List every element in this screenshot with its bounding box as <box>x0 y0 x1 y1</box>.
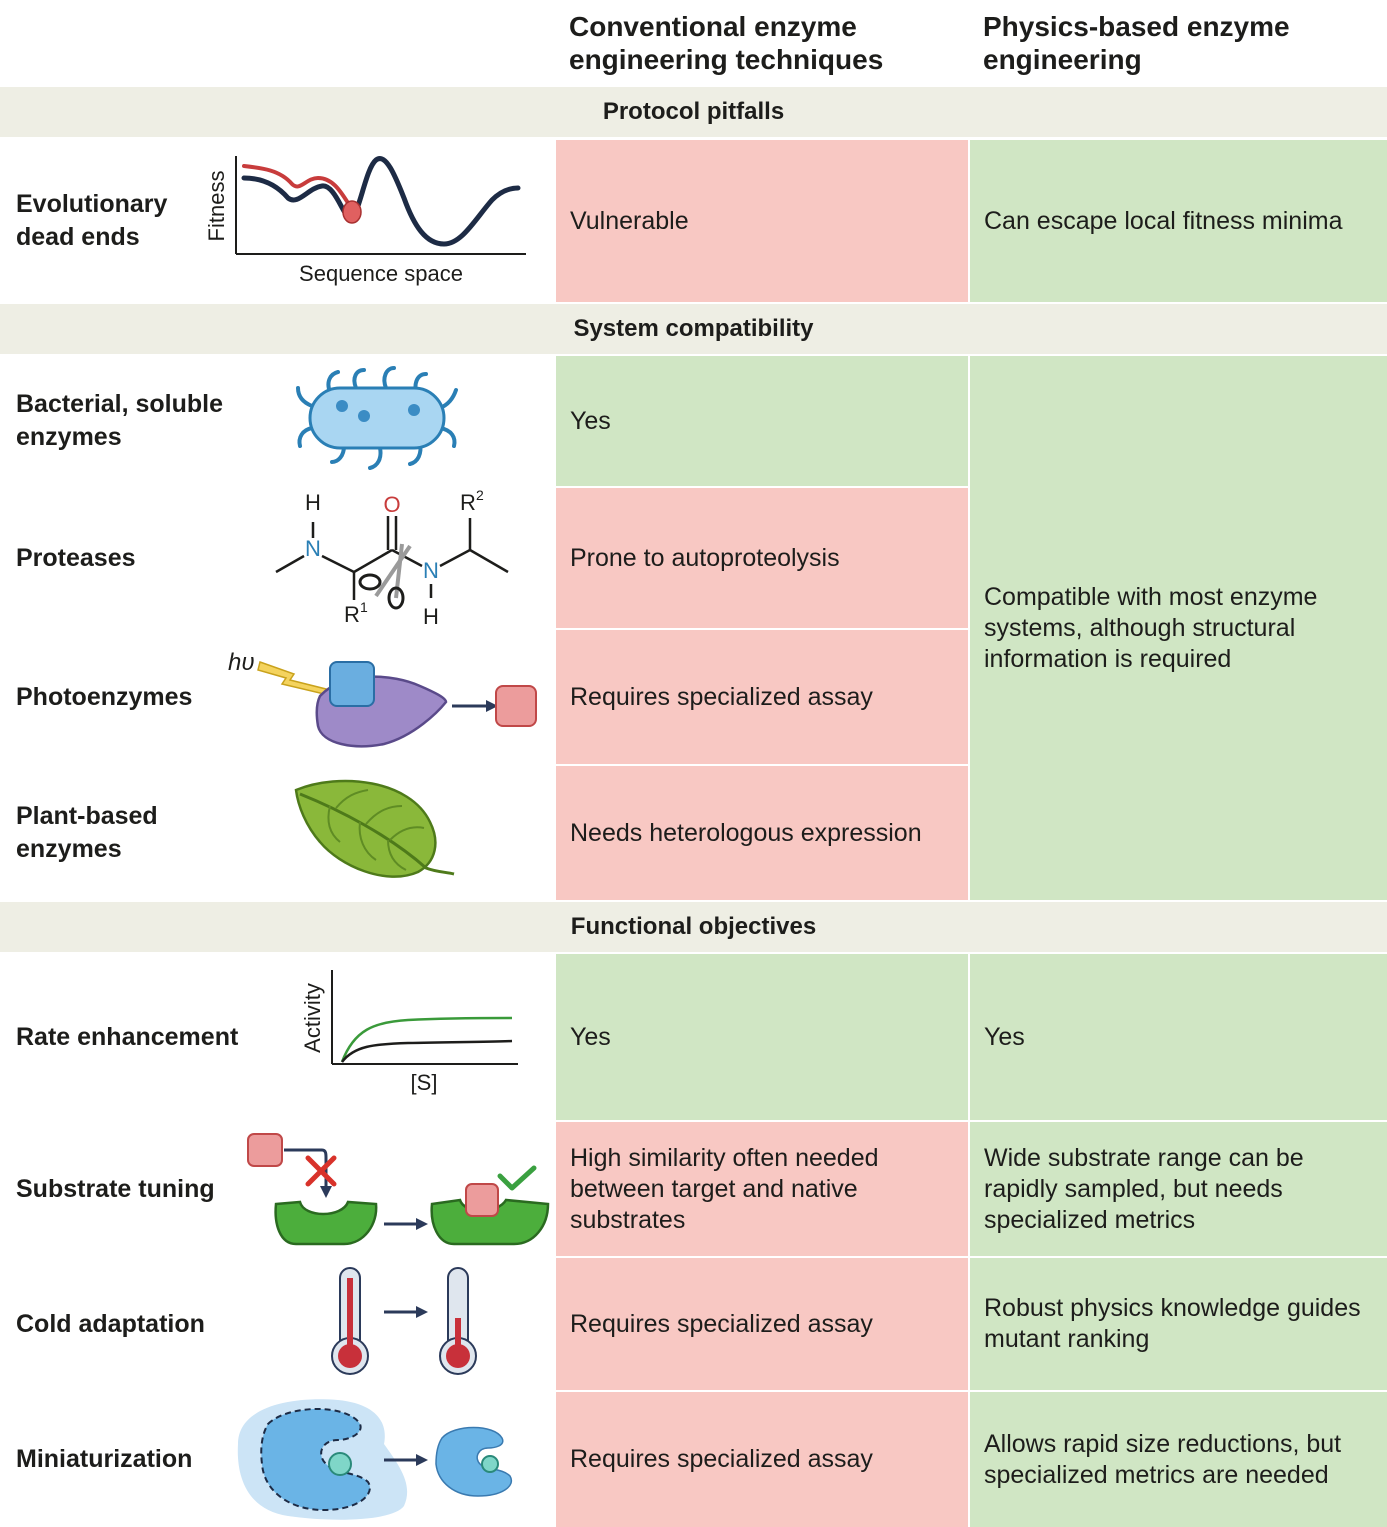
row-label-miniaturization: Miniaturization <box>16 1445 193 1473</box>
large-enzyme-substrate <box>328 1452 352 1476</box>
cell-evolutionary-physics: Can escape local fitness minima <box>970 140 1387 302</box>
thermometer-low-icon <box>439 1267 477 1375</box>
hv-label: hυ <box>228 649 255 676</box>
baseline-activity-curve <box>341 1039 513 1063</box>
arrow-down-icon <box>320 1186 332 1198</box>
small-enzyme <box>435 1426 513 1497</box>
substrate-axis-label: [S] <box>411 1070 438 1095</box>
atom-n-left: N <box>305 536 321 561</box>
thermometer-illustration <box>331 1267 477 1375</box>
large-enzyme <box>260 1408 371 1512</box>
row-label-cold-adaptation: Cold adaptation <box>16 1309 205 1338</box>
row-label-rate-enhancement: Rate enhancement <box>16 1022 239 1051</box>
arrow-icon <box>416 1218 428 1230</box>
row-label-evolutionary-dead-ends: Evolutionary dead ends <box>16 190 168 251</box>
cell-bacterial-conventional: Yes <box>556 356 968 486</box>
bound-substrate <box>465 1183 499 1217</box>
cell-photoenzymes-conventional: Requires specialized assay <box>556 630 968 764</box>
atom-h-bottom: H <box>423 604 439 629</box>
atom-r1: R <box>344 602 360 627</box>
arrow-icon <box>416 1454 428 1466</box>
cell-mini-conventional: Requires specialized assay <box>556 1392 968 1527</box>
cell-system-physics: Compatible with most enzyme systems, alt… <box>970 356 1387 900</box>
fitness-axis-label: Fitness <box>204 171 229 242</box>
row-label-bacterial: Bacterial, soluble enzymes <box>16 390 224 451</box>
substrate-tuning-illustration <box>247 1133 550 1246</box>
cell-cold-physics: Robust physics knowledge guides mutant r… <box>970 1258 1387 1390</box>
row-label-substrate-tuning: Substrate tuning <box>16 1174 215 1203</box>
small-enzyme-substrate <box>481 1455 499 1473</box>
row-label-photoenzymes: Photoenzymes <box>16 682 193 711</box>
bacterium-icon <box>296 366 458 470</box>
atom-r2-sup: 2 <box>476 487 484 503</box>
row-label-proteases: Proteases <box>16 543 136 572</box>
atom-n-right: N <box>423 558 439 583</box>
leaf-icon <box>294 779 455 878</box>
activity-axis-label: Activity <box>300 983 325 1053</box>
atom-h-top: H <box>305 490 321 515</box>
column-header-conventional: Conventional enzyme engineering techniqu… <box>569 11 884 75</box>
cell-plant-conventional: Needs heterologous expression <box>556 766 968 900</box>
fitness-curve <box>241 156 521 247</box>
cell-rate-physics: Yes <box>970 954 1387 1120</box>
fitness-landscape-illustration: Fitness Sequence space <box>204 156 526 286</box>
arrow-icon <box>486 700 498 712</box>
photoenzyme-illustration: hυ <box>228 649 537 748</box>
thermometer-high-icon <box>331 1267 369 1375</box>
column-header-physics: Physics-based enzyme engineering <box>983 11 1290 75</box>
arrow-icon <box>416 1306 428 1318</box>
activity-curve-illustration: Activity [S] <box>300 970 518 1095</box>
sequence-space-axis-label: Sequence space <box>299 261 463 286</box>
enhanced-activity-curve <box>340 1016 513 1063</box>
atom-r2: R <box>460 490 476 515</box>
cell-substrate-conventional: High similarity often needed between tar… <box>556 1122 968 1256</box>
miniaturization-illustration <box>237 1399 513 1520</box>
cell-rate-conventional: Yes <box>556 954 968 1120</box>
cross-icon <box>305 1155 337 1187</box>
row-label-plant-based: Plant-based enzymes <box>16 802 158 863</box>
peptide-bond-illustration: H N O N H R 1 R 2 <box>275 487 509 629</box>
cell-proteases-conventional: Prone to autoproteolysis <box>556 488 968 628</box>
local-minimum-marker <box>342 200 362 224</box>
scissors-icon <box>358 543 412 610</box>
lightning-icon <box>257 661 332 695</box>
substrate-square <box>329 661 375 707</box>
checkmark-icon <box>497 1165 537 1191</box>
cell-substrate-physics: Wide substrate range can be rapidly samp… <box>970 1122 1387 1256</box>
product-square <box>495 685 537 727</box>
section-protocol-pitfalls: Protocol pitfalls <box>0 87 1387 137</box>
enzyme-pocket-left <box>274 1200 378 1246</box>
section-system-compatibility: System compatibility <box>0 304 1387 354</box>
cell-evolutionary-conventional: Vulnerable <box>556 140 968 302</box>
cell-cold-conventional: Requires specialized assay <box>556 1258 968 1390</box>
trapped-trajectory <box>242 164 352 208</box>
atom-o: O <box>383 492 400 517</box>
section-functional-objectives: Functional objectives <box>0 902 1387 952</box>
atom-r1-sup: 1 <box>360 599 368 615</box>
cell-mini-physics: Allows rapid size reductions, but specia… <box>970 1392 1387 1527</box>
